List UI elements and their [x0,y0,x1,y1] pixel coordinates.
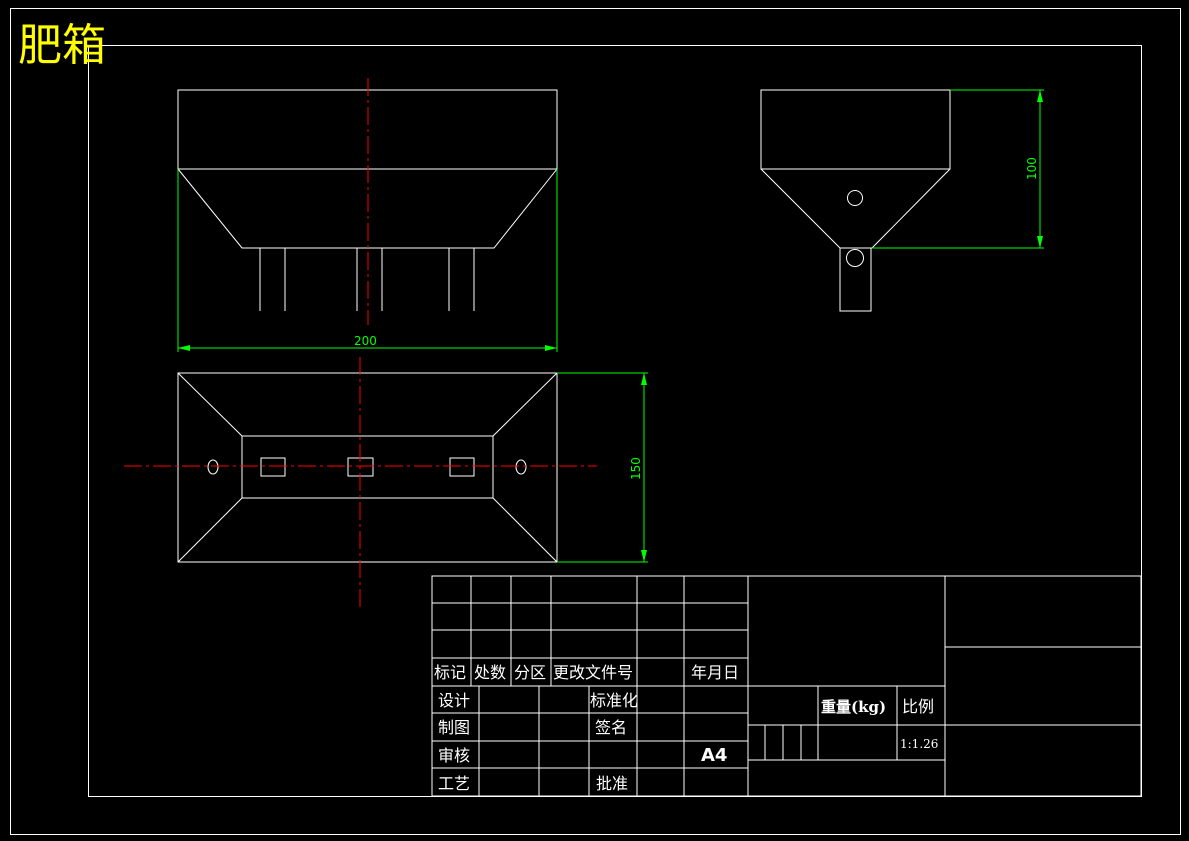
height-dimension: 100 [872,89,1044,249]
rev-header-date: 年月日 [691,663,739,682]
depth-dimension: 150 [557,372,648,563]
title-block-grid [431,575,1142,797]
top-view [177,372,558,563]
drawing-title: 肥箱 [18,20,106,71]
label-standardization: 标准化 [590,691,638,710]
label-design: 设计 [438,691,470,710]
rev-header-change-doc: 更改文件号 [553,663,633,682]
rev-header-mark: 标记 [434,663,466,682]
label-drafting: 制图 [438,718,470,737]
depth-dimension-label: 150 [629,457,643,480]
scale-value: 1:1.26 [900,737,938,751]
outer-border [10,8,1181,835]
label-process: 工艺 [438,774,470,793]
rev-header-zone: 分区 [514,663,546,682]
width-dimension: 200 [177,169,558,352]
width-dimension-label: 200 [354,334,377,348]
label-signature: 签名 [595,718,627,737]
rev-header-count: 处数 [474,663,506,682]
inner-border [88,45,1142,797]
label-approval: 批准 [596,774,628,793]
side-view [760,89,951,312]
label-scale: 比例 [902,697,934,716]
paper-size: A4 [701,745,727,766]
label-review: 审核 [438,746,470,765]
height-dimension-label: 100 [1025,157,1039,180]
label-weight: 重量(kg) [821,698,886,716]
